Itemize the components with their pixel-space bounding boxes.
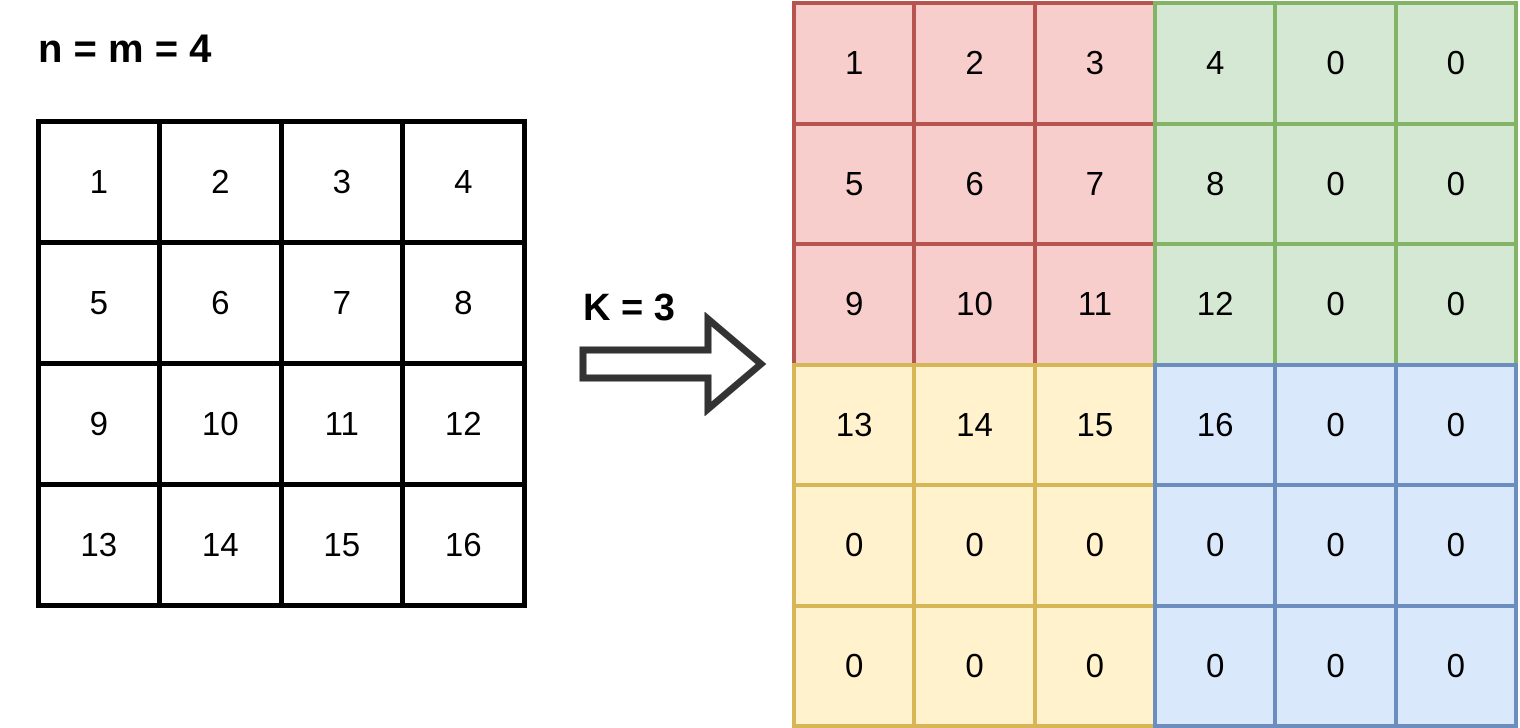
input-cell: 7 [279, 240, 406, 366]
output-cell-bottom-right: 0 [1394, 604, 1518, 728]
output-cell-bottom-right: 0 [1273, 363, 1397, 488]
input-cell: 11 [279, 361, 406, 487]
input-cell: 3 [279, 119, 406, 245]
output-cell-bottom-left: 0 [912, 604, 1036, 728]
title-n-m: n = m = 4 [38, 26, 211, 72]
input-cell: 16 [400, 482, 527, 608]
output-cell-bottom-left: 0 [1033, 604, 1157, 728]
output-cell-top-left: 11 [1033, 242, 1157, 367]
output-cell-top-left: 9 [792, 242, 916, 367]
output-cell-top-right: 0 [1273, 122, 1397, 247]
output-cell-top-left: 7 [1033, 122, 1157, 247]
output-cell-top-left: 5 [792, 122, 916, 247]
output-cell-top-left: 1 [792, 1, 916, 126]
input-cell: 14 [157, 482, 284, 608]
input-cell: 5 [36, 240, 163, 366]
output-cell-top-right: 0 [1394, 242, 1518, 367]
input-cell: 8 [400, 240, 527, 366]
output-cell-bottom-left: 14 [912, 363, 1036, 488]
output-cell-top-right: 0 [1394, 122, 1518, 247]
output-cell-bottom-right: 0 [1153, 483, 1277, 608]
output-cell-top-right: 0 [1273, 242, 1397, 367]
output-cell-top-left: 2 [912, 1, 1036, 126]
output-cell-top-right: 0 [1394, 1, 1518, 126]
input-cell: 4 [400, 119, 527, 245]
output-cell-top-right: 0 [1273, 1, 1397, 126]
output-cell-top-left: 3 [1033, 1, 1157, 126]
input-cell: 6 [157, 240, 284, 366]
output-cell-bottom-left: 0 [1033, 483, 1157, 608]
output-cell-bottom-right: 0 [1394, 483, 1518, 608]
input-cell: 12 [400, 361, 527, 487]
arrow-shape [583, 319, 761, 409]
input-cell: 15 [279, 482, 406, 608]
output-cell-bottom-left: 0 [792, 483, 916, 608]
input-cell: 9 [36, 361, 163, 487]
output-cell-bottom-right: 0 [1153, 604, 1277, 728]
output-cell-bottom-right: 0 [1394, 363, 1518, 488]
input-cell: 1 [36, 119, 163, 245]
input-cell: 10 [157, 361, 284, 487]
output-cell-bottom-left: 0 [912, 483, 1036, 608]
output-cell-bottom-left: 13 [792, 363, 916, 488]
output-cell-top-left: 10 [912, 242, 1036, 367]
output-cell-top-right: 4 [1153, 1, 1277, 126]
output-cell-bottom-right: 0 [1273, 604, 1397, 728]
output-cell-bottom-right: 16 [1153, 363, 1277, 488]
output-cell-bottom-right: 0 [1273, 483, 1397, 608]
output-cell-bottom-left: 0 [792, 604, 916, 728]
input-cell: 2 [157, 119, 284, 245]
right-arrow-icon [578, 312, 768, 416]
output-cell-bottom-left: 15 [1033, 363, 1157, 488]
output-cell-top-right: 8 [1153, 122, 1277, 247]
output-cell-top-right: 12 [1153, 242, 1277, 367]
output-cell-top-left: 6 [912, 122, 1036, 247]
input-cell: 13 [36, 482, 163, 608]
